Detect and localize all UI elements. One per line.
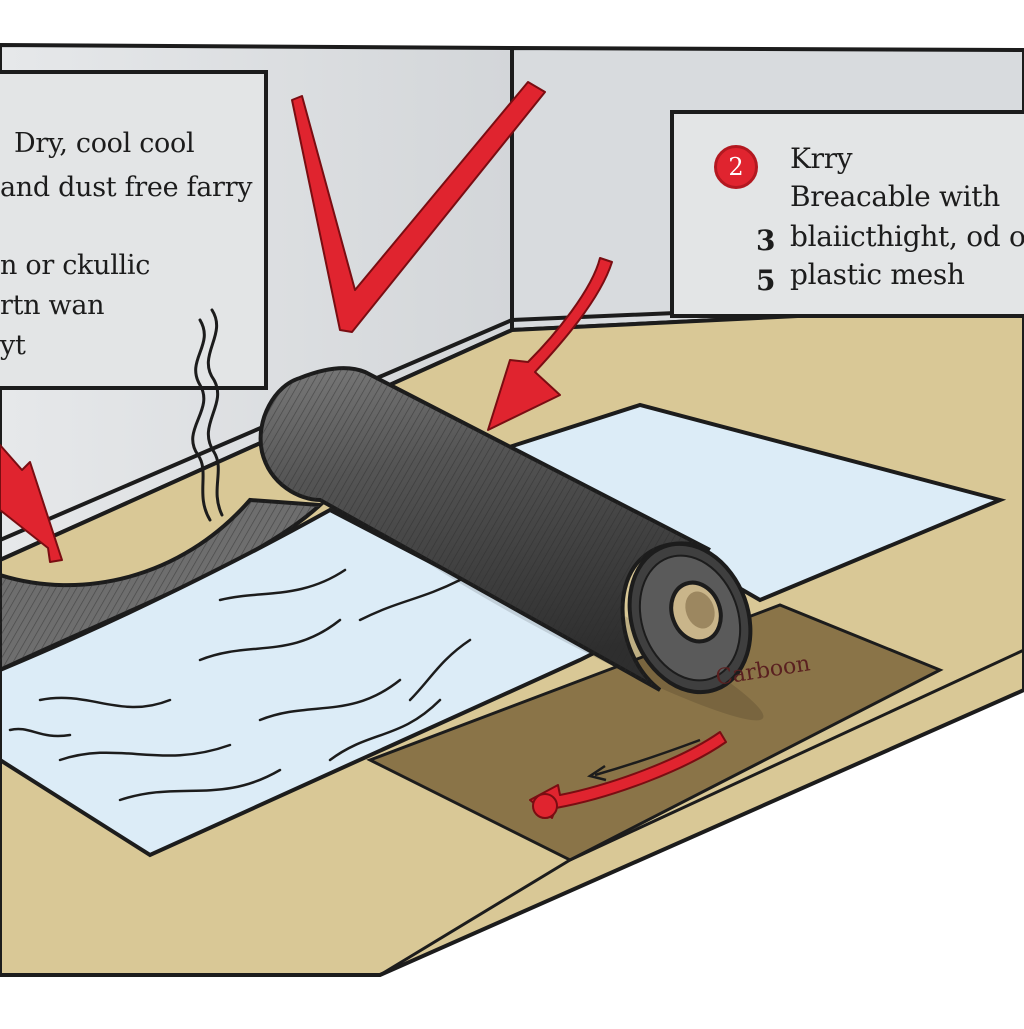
step-badge: 2 <box>714 145 758 189</box>
arrow-to-roll-icon <box>487 257 613 431</box>
check-mark-icon <box>291 81 546 333</box>
red-arrows <box>0 81 727 819</box>
arrow-floor-thin-icon <box>594 738 701 777</box>
right-line-1: Krry <box>790 142 853 175</box>
left-line-4: rtn wan <box>0 290 105 321</box>
left-line-1: Dry, cool cool <box>14 128 195 159</box>
carbon-mesh-roll <box>258 366 753 695</box>
left-line-5: yt <box>0 330 26 361</box>
sheet-wrinkles <box>8 568 472 802</box>
left-info-panel <box>0 70 268 390</box>
left-line-2: and dust free farry <box>0 172 253 203</box>
right-line-3: blaiicthight, od orl <box>790 220 1024 253</box>
arrow-left-icon <box>0 444 63 563</box>
mesh-strip-texture <box>0 500 320 670</box>
left-line-3: n or ckullic <box>0 250 151 281</box>
right-line-3-number: 3 <box>756 224 776 257</box>
right-line-4-number: 5 <box>756 264 776 297</box>
steam-wisps <box>191 308 224 522</box>
right-line-4: plastic mesh <box>790 258 965 291</box>
floor-seam <box>379 648 1024 977</box>
arrow-floor-thin-head-icon <box>586 764 607 782</box>
right-line-2: Breacable with <box>790 180 1000 213</box>
